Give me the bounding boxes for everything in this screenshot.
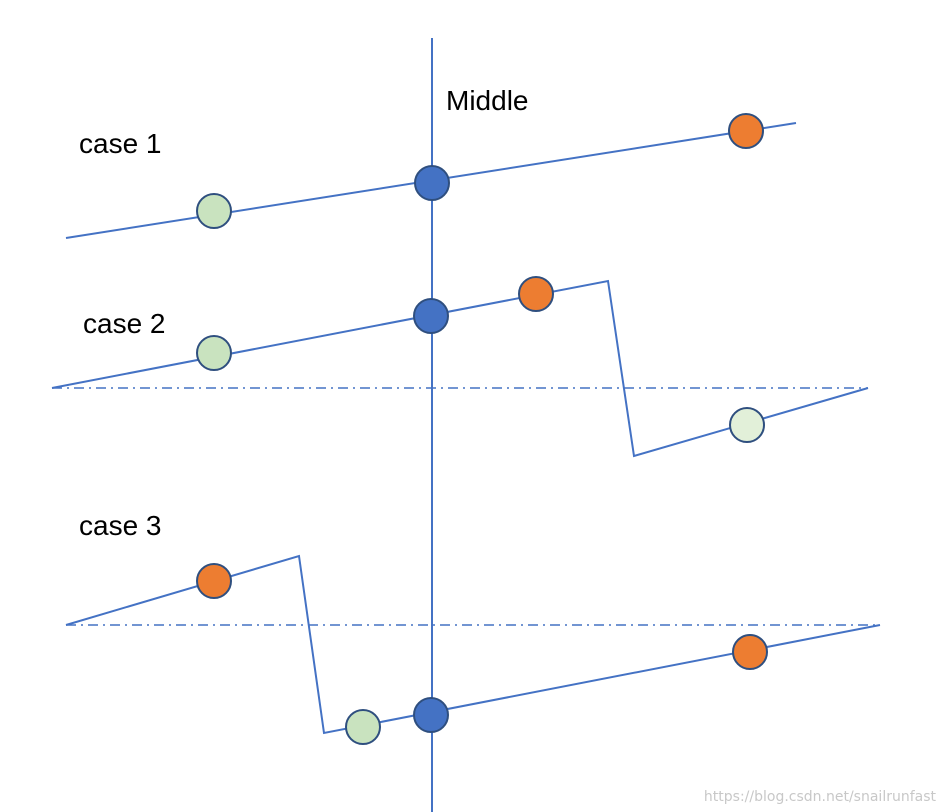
case1-orange-node bbox=[728, 113, 764, 149]
case2-light-green-node bbox=[729, 407, 765, 443]
watermark: https://blog.csdn.net/snailrunfast bbox=[704, 789, 937, 805]
case3-label: case 3 bbox=[79, 510, 162, 541]
case1-label: case 1 bbox=[79, 128, 162, 159]
case2-orange-node bbox=[518, 276, 554, 312]
case2-middle-node bbox=[413, 298, 449, 334]
case3-orange-node-right bbox=[732, 634, 768, 670]
case3-middle-node bbox=[413, 697, 449, 733]
case3-orange-node-left bbox=[196, 563, 232, 599]
case3-green-node bbox=[345, 709, 381, 745]
case1-green-node bbox=[196, 193, 232, 229]
case3-line bbox=[65, 554, 881, 735]
case2-label: case 2 bbox=[83, 308, 166, 339]
middle-label: Middle bbox=[446, 85, 528, 116]
case2-green-node bbox=[196, 335, 232, 371]
case1-middle-node bbox=[414, 165, 450, 201]
